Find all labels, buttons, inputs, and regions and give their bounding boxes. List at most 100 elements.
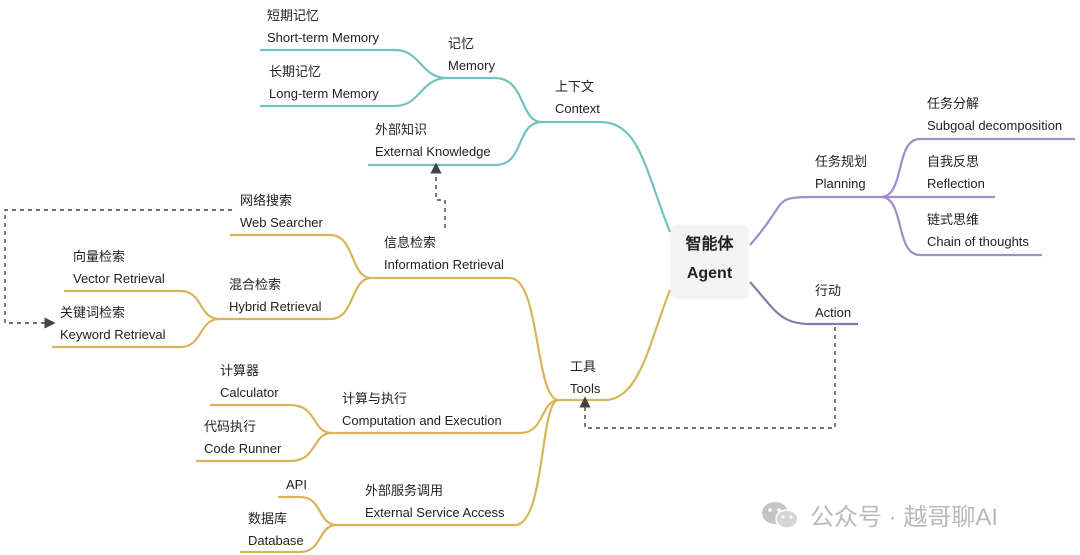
chain-zh: 链式思维	[927, 212, 980, 227]
web-searcher-node: 网络搜索 Web Searcher	[240, 193, 323, 230]
tools-to-computation-line	[330, 398, 559, 435]
context-node: 上下文 Context	[555, 79, 600, 116]
reflection-en: Reflection	[927, 176, 985, 191]
context-zh: 上下文	[555, 79, 595, 94]
long-term-zh: 长期记忆	[269, 64, 322, 79]
watermark-text: 公众号 · 越哥聊AI	[810, 504, 999, 531]
keyword-en: Keyword Retrieval	[60, 327, 166, 342]
agent-zh: 智能体	[685, 236, 734, 253]
computation-en: Computation and Execution	[342, 413, 502, 428]
planning-zh: 任务规划	[815, 154, 868, 169]
information-retrieval-node: 信息检索 Information Retrieval	[384, 235, 504, 272]
short-term-en: Short-term Memory	[267, 30, 379, 45]
tools-en: Tools	[570, 381, 601, 396]
calculator-node: 计算器 Calculator	[220, 363, 279, 400]
calculator-en: Calculator	[220, 385, 279, 400]
planning-branch-lines	[749, 137, 1075, 257]
memory-to-long-term-line	[260, 76, 446, 108]
action-to-tools-arrow	[579, 327, 836, 429]
action-zh: 行动	[815, 283, 842, 298]
tools-zh: 工具	[570, 359, 597, 374]
code-runner-en: Code Runner	[204, 441, 282, 456]
watermark: 公众号 · 越哥聊AI	[760, 497, 998, 532]
info-retrieval-en: Information Retrieval	[384, 257, 504, 272]
memory-node: 记忆 Memory	[448, 36, 495, 73]
external-knowledge-zh: 外部知识	[375, 122, 428, 137]
memory-to-short-term-line	[260, 48, 446, 80]
hybrid-zh: 混合检索	[229, 277, 282, 292]
planning-to-subgoal-line	[881, 137, 1075, 199]
keyword-retrieval-node: 关键词检索 Keyword Retrieval	[60, 305, 166, 342]
chain-en: Chain of thoughts	[927, 234, 1029, 249]
subgoal-decomposition-node: 任务分解 Subgoal decomposition	[927, 96, 1062, 133]
hybrid-to-keyword-line	[52, 317, 219, 349]
computation-to-code-runner-line	[196, 431, 331, 463]
vector-zh: 向量检索	[73, 249, 126, 264]
hybrid-retrieval-node: 混合检索 Hybrid Retrieval	[229, 277, 321, 314]
agent-node	[671, 226, 748, 298]
context-branch-lines	[260, 48, 672, 233]
web-searcher-zh: 网络搜索	[240, 193, 293, 208]
action-node: 行动 Action	[815, 283, 851, 320]
context-en: Context	[555, 101, 600, 116]
tools-branch-lines	[52, 233, 672, 554]
external-knowledge-en: External Knowledge	[375, 144, 491, 159]
long-term-memory-node: 长期记忆 Long-term Memory	[269, 64, 379, 101]
tools-node: 工具 Tools	[570, 359, 600, 396]
external-service-en: External Service Access	[365, 505, 505, 520]
planning-en: Planning	[815, 176, 866, 191]
database-node: 数据库 Database	[248, 511, 304, 548]
memory-en: Memory	[448, 58, 495, 73]
agent-en: Agent	[686, 265, 733, 282]
agent-to-action-line	[749, 281, 858, 326]
keyword-zh: 关键词检索	[60, 305, 126, 320]
wechat-icon	[762, 501, 799, 529]
database-en: Database	[248, 533, 304, 548]
long-term-en: Long-term Memory	[269, 86, 379, 101]
external-service-to-api-line	[278, 495, 336, 527]
calculator-zh: 计算器	[220, 363, 260, 378]
code-runner-node: 代码执行 Code Runner	[204, 419, 281, 456]
subgoal-en: Subgoal decomposition	[927, 118, 1063, 133]
computation-to-calculator-line	[210, 403, 331, 435]
short-term-memory-node: 短期记忆 Short-term Memory	[267, 8, 379, 45]
api-node: API	[286, 477, 307, 492]
code-runner-zh: 代码执行	[204, 419, 257, 434]
planning-to-chain-line	[881, 195, 1042, 257]
context-to-external-knowledge-line	[368, 120, 541, 167]
web-searcher-en: Web Searcher	[240, 215, 323, 230]
hybrid-en: Hybrid Retrieval	[229, 299, 322, 314]
info-retrieval-zh: 信息检索	[384, 235, 437, 250]
api-en: API	[286, 477, 307, 492]
computation-execution-node: 计算与执行 Computation and Execution	[342, 391, 502, 428]
subgoal-zh: 任务分解	[927, 96, 980, 111]
short-term-zh: 短期记忆	[267, 8, 320, 23]
planning-node: 任务规划 Planning	[815, 154, 867, 191]
chain-of-thoughts-node: 链式思维 Chain of thoughts	[927, 212, 1029, 249]
computation-zh: 计算与执行	[342, 391, 408, 406]
context-to-memory-line	[445, 76, 541, 124]
external-service-zh: 外部服务调用	[365, 483, 444, 498]
external-service-to-database-line	[240, 523, 336, 554]
memory-zh: 记忆	[448, 36, 475, 51]
external-knowledge-node: 外部知识 External Knowledge	[375, 122, 491, 159]
info-retrieval-to-external-knowledge-arrow	[430, 162, 446, 228]
tools-to-info-retrieval-line	[370, 276, 559, 402]
agent-node-label: 智能体 Agent	[671, 236, 748, 283]
tools-to-external-service-line	[335, 398, 559, 527]
reflection-zh: 自我反思	[927, 154, 980, 169]
action-en: Action	[815, 305, 852, 320]
web-searcher-to-keyword-arrow	[4, 209, 232, 329]
vector-en: Vector Retrieval	[73, 271, 165, 286]
agent-to-context-line	[540, 120, 672, 233]
external-service-node: 外部服务调用 External Service Access	[365, 483, 504, 520]
database-zh: 数据库	[248, 511, 288, 526]
agent-to-tools-line	[558, 289, 672, 402]
hybrid-to-vector-line	[64, 289, 219, 321]
dashed-arrows	[4, 162, 836, 429]
info-retrieval-to-hybrid-line	[218, 276, 371, 321]
vector-retrieval-node: 向量检索 Vector Retrieval	[73, 249, 165, 286]
agent-to-planning-line	[749, 195, 882, 246]
info-retrieval-to-web-line	[230, 233, 371, 280]
